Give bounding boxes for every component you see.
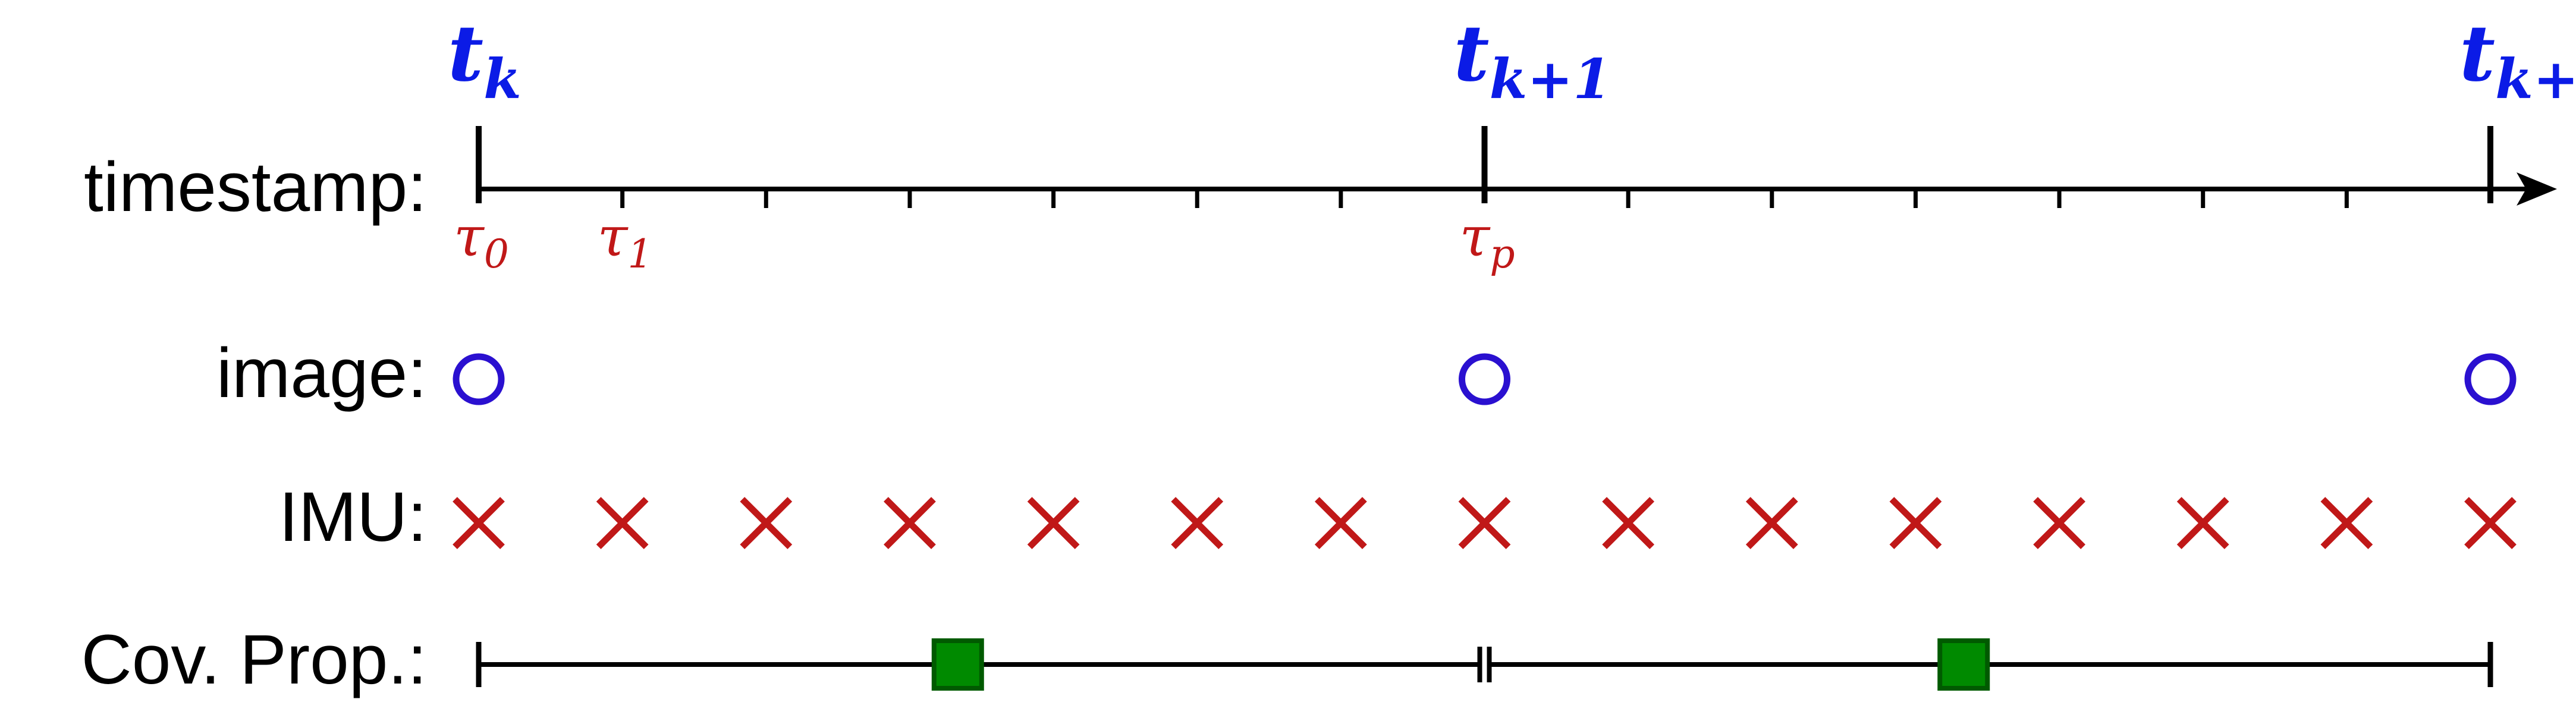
imu-markers [453,497,2517,549]
cov-prop-row-label: Cov. Prop.: [81,621,427,699]
cov-prop-segments [476,638,2493,691]
cov-prop-square-marker [931,638,984,691]
imu-x-marker [740,497,793,549]
imu-x-stroke [2176,497,2229,549]
imu-x-stroke [1458,497,1511,549]
tau-labels: τ0 τ1 τp [454,205,1515,277]
tau-label: τ0 [454,205,509,277]
imu-x-stroke [453,497,505,549]
imu-x-marker [1458,497,1511,549]
imu-x-stroke [1171,497,1224,549]
imu-x-marker [1171,497,1224,549]
imu-x-marker [884,497,936,549]
time-labels: tk tk+1 tk+2 [448,8,2576,111]
imu-x-stroke [884,497,936,549]
imu-x-stroke [1602,497,1655,549]
time-label: tk+1 [1454,8,1611,111]
imu-x-marker [453,497,505,549]
imu-x-marker [2033,497,2085,549]
image-row-label: image: [216,334,427,412]
imu-x-stroke [2033,497,2085,549]
imu-x-stroke [740,497,793,549]
imu-x-stroke [2464,497,2517,549]
imu-x-marker [2464,497,2517,549]
imu-x-stroke [2320,497,2373,549]
imu-x-stroke [596,497,649,549]
imu-x-marker [2320,497,2373,549]
image-circle-marker [1459,353,1510,405]
imu-x-marker [596,497,649,549]
timestamp-ticks [476,126,2493,208]
tau-label: τ1 [598,205,653,277]
imu-x-marker [1745,497,1798,549]
tau-label: τp [1460,205,1515,277]
imu-x-marker [1889,497,1942,549]
timestamp-axis-arrowhead [2517,172,2557,206]
timestamp-row-label: timestamp: [84,148,427,226]
image-markers [453,353,2517,405]
imu-row-label: IMU: [279,478,427,556]
image-circle-marker [2464,353,2517,405]
cov-prop-square-marker [1937,638,1990,691]
imu-x-stroke [1889,497,1942,549]
imu-x-marker [1314,497,1367,549]
imu-x-marker [2176,497,2229,549]
image-circle-marker [453,353,505,405]
time-label: tk [448,8,522,111]
imu-x-marker [1602,497,1655,549]
time-label: tk+2 [2459,8,2576,111]
imu-x-stroke [1314,497,1367,549]
imu-x-marker [1027,497,1080,549]
imu-x-stroke [1027,497,1080,549]
imu-x-stroke [1745,497,1798,549]
